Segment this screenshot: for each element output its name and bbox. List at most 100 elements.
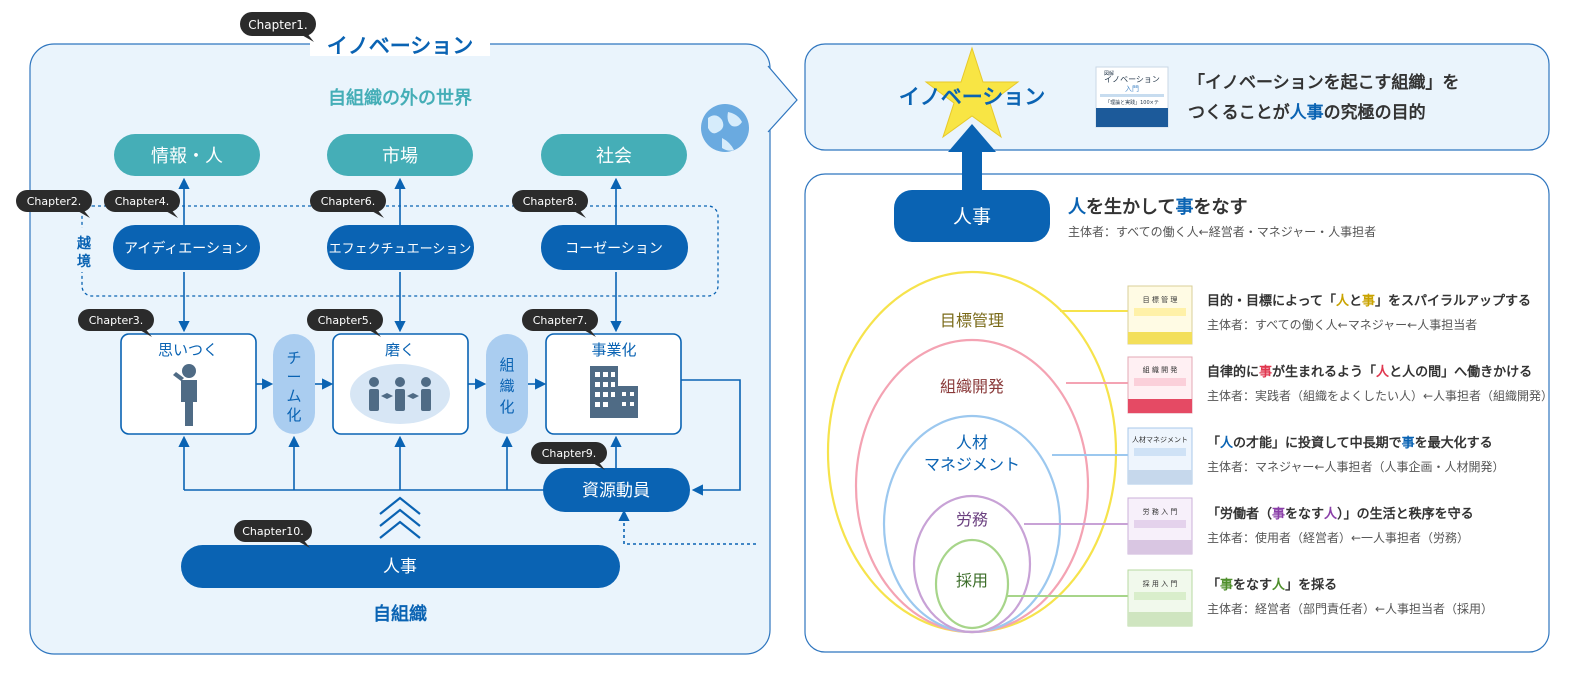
connector-org: 組 織 化 bbox=[486, 334, 528, 434]
connector-team: チ ー ム 化 bbox=[273, 334, 315, 434]
svg-text:情報・人: 情報・人 bbox=[151, 146, 223, 167]
svg-text:アイディエーション: アイディエーション bbox=[124, 240, 248, 257]
chapter-7-chip: Chapter7. bbox=[522, 309, 598, 337]
goal-line-1: 「イノベーションを起こす組織」を bbox=[1188, 72, 1459, 93]
svg-text:思いつく: 思いつく bbox=[158, 341, 218, 359]
chapter-9-chip: Chapter9. bbox=[531, 442, 607, 470]
boundary-label-2: 境 bbox=[77, 253, 91, 270]
svg-text:Chapter4.: Chapter4. bbox=[115, 195, 169, 208]
item-goal-mgmt-desc: 目的・目標によって「人と事」をスパイラルアップする bbox=[1207, 293, 1531, 309]
svg-text:人材マネジメント: 人材マネジメント bbox=[1132, 435, 1188, 444]
speech-pointer bbox=[767, 65, 798, 133]
item-org-dev-sub: 主体者：実践者（組織をよくしたい人）←人事担者（組織開発） bbox=[1207, 388, 1553, 403]
svg-text:コーゼーション: コーゼーション bbox=[565, 241, 663, 257]
circle-label-org-dev: 組織開発 bbox=[940, 377, 1004, 396]
svg-text:Chapter3.: Chapter3. bbox=[89, 314, 143, 327]
innovation-book: 図解 イノベーション 入門 「理論と実践」100×テ bbox=[1095, 66, 1169, 128]
svg-text:ム: ム bbox=[286, 387, 301, 405]
svg-text:組 織 開 発: 組 織 開 発 bbox=[1143, 365, 1178, 374]
svg-text:社会: 社会 bbox=[596, 146, 632, 167]
item-labor-desc: 「労働者（事をなす人）」の生活と秩序を守る bbox=[1207, 506, 1474, 522]
stage-ideate: 思いつく bbox=[120, 333, 257, 435]
item-talent-sub: 主体者：マネジャー←人事担者（人事企画・人材開発） bbox=[1207, 459, 1504, 474]
svg-text:Chapter5.: Chapter5. bbox=[318, 314, 372, 327]
svg-text:化: 化 bbox=[286, 406, 301, 424]
item-goal-mgmt-sub: 主体者：すべての働く人←マネジャー←人事担当者 bbox=[1207, 318, 1477, 332]
circle-label-labor: 労務 bbox=[956, 510, 988, 529]
svg-text:Chapter7.: Chapter7. bbox=[533, 314, 587, 327]
book-hiring: 採 用 入 門 bbox=[1127, 569, 1193, 627]
svg-text:化: 化 bbox=[499, 398, 514, 416]
star-icon bbox=[924, 46, 1020, 139]
svg-text:資源動員: 資源動員 bbox=[582, 481, 650, 501]
item-org-dev-desc: 自律的に事が生まれるよう「人と人の間」へ働きかける bbox=[1207, 364, 1532, 380]
outer-world-label: 自組織の外の世界 bbox=[328, 87, 472, 109]
svg-text:市場: 市場 bbox=[382, 146, 418, 167]
team-people-icon bbox=[369, 377, 431, 411]
boundary-label-1: 越 bbox=[76, 235, 92, 252]
mid-node-effectuation: エフェクチュエーション bbox=[327, 225, 474, 270]
chapter-4-chip: Chapter4. bbox=[104, 190, 180, 218]
building-icon bbox=[590, 366, 638, 418]
item-hiring-desc: 「事をなす人」を採る bbox=[1207, 577, 1337, 593]
svg-text:図解: 図解 bbox=[1104, 70, 1114, 77]
svg-text:労 務 入 門: 労 務 入 門 bbox=[1143, 507, 1178, 516]
left-title: イノベーション bbox=[327, 34, 474, 58]
arrow-up-icon bbox=[948, 124, 996, 194]
svg-text:採 用 入 門: 採 用 入 門 bbox=[1143, 579, 1178, 588]
vertical-arrows bbox=[178, 177, 622, 333]
svg-text:「理論と実践」100×テ: 「理論と実践」100×テ bbox=[1105, 99, 1159, 106]
left-panel: イノベーション Chapter1. 自組織の外の世界 情報・人 市場 社会 bbox=[16, 12, 798, 655]
item-hiring-sub: 主体者：経営者（部門責任者）←人事担当者（採用） bbox=[1207, 601, 1493, 616]
circle-hiring bbox=[934, 538, 1010, 630]
own-org-label: 自組織 bbox=[373, 603, 427, 625]
right-top-title: イノベーション bbox=[899, 85, 1046, 109]
mid-node-ideation: アイディエーション bbox=[113, 225, 260, 270]
circle-labor bbox=[912, 494, 1032, 634]
right-bottom-panel: 人事 人を生かして事をなす 主体者：すべての働く人←経営者・マネジャー・人事担者… bbox=[804, 124, 1553, 653]
svg-text:イノベーション: イノベーション bbox=[1104, 75, 1160, 84]
right-top-panel: イノベーション 図解 イノベーション 入門 「理論と実践」100×テ 「イノベー… bbox=[804, 43, 1550, 151]
outer-node-market: 市場 bbox=[327, 134, 473, 176]
globe-icon bbox=[701, 104, 749, 152]
resource-lines bbox=[178, 379, 756, 545]
circle-label-hiring: 採用 bbox=[956, 571, 988, 590]
motto-subject: 主体者：すべての働く人←経営者・マネジャー・人事担者 bbox=[1068, 225, 1376, 239]
svg-text:Chapter6.: Chapter6. bbox=[321, 195, 375, 208]
svg-text:目 標 管 理: 目 標 管 理 bbox=[1143, 295, 1178, 304]
svg-text:事業化: 事業化 bbox=[591, 341, 636, 359]
chapter-2-chip: Chapter2. bbox=[16, 190, 92, 218]
circle-label-talent-1: 人材 bbox=[956, 433, 988, 452]
svg-text:ー: ー bbox=[286, 368, 301, 386]
svg-text:織: 織 bbox=[499, 377, 514, 395]
circle-label-talent-2: マネジメント bbox=[924, 455, 1020, 474]
book-goal-mgmt: 目 標 管 理 bbox=[1127, 285, 1193, 345]
outer-node-info: 情報・人 bbox=[114, 134, 260, 176]
jinji-bar: 人事 bbox=[181, 545, 620, 588]
book-org-dev: 組 織 開 発 bbox=[1127, 356, 1193, 414]
item-talent-desc: 「人の才能」に投資して中長期で事を最大化する bbox=[1207, 435, 1493, 451]
nested-circles bbox=[826, 270, 1118, 634]
svg-text:Chapter8.: Chapter8. bbox=[523, 195, 577, 208]
svg-text:Chapter10.: Chapter10. bbox=[242, 525, 303, 538]
item-labor-sub: 主体者：使用者（経営者）←一人事担者（労務） bbox=[1207, 530, 1469, 545]
chevron-up-icon bbox=[379, 496, 421, 539]
chapter-5-chip: Chapter5. bbox=[307, 309, 383, 337]
mid-node-causation: コーゼーション bbox=[541, 225, 688, 270]
svg-text:Chapter9.: Chapter9. bbox=[542, 447, 596, 460]
chapter-10-chip: Chapter10. bbox=[234, 520, 312, 548]
svg-text:Chapter1.: Chapter1. bbox=[248, 18, 307, 32]
right-jinji-node: 人事 bbox=[894, 190, 1050, 242]
leader-lines bbox=[1006, 310, 1128, 597]
chapter-6-chip: Chapter6. bbox=[310, 190, 386, 218]
chapter-8-chip: Chapter8. bbox=[512, 190, 588, 218]
person-thinking-icon bbox=[173, 364, 197, 426]
outer-node-society: 社会 bbox=[541, 134, 687, 176]
goal-line-2: つくることが人事の究極の目的 bbox=[1188, 102, 1426, 123]
chapter-3-chip: Chapter3. bbox=[78, 309, 154, 337]
book-talent: 人材マネジメント bbox=[1127, 427, 1193, 485]
svg-text:人事: 人事 bbox=[383, 557, 417, 577]
svg-text:Chapter2.: Chapter2. bbox=[27, 195, 81, 208]
svg-text:磨く: 磨く bbox=[385, 341, 415, 359]
stage-refine: 磨く bbox=[332, 333, 469, 435]
